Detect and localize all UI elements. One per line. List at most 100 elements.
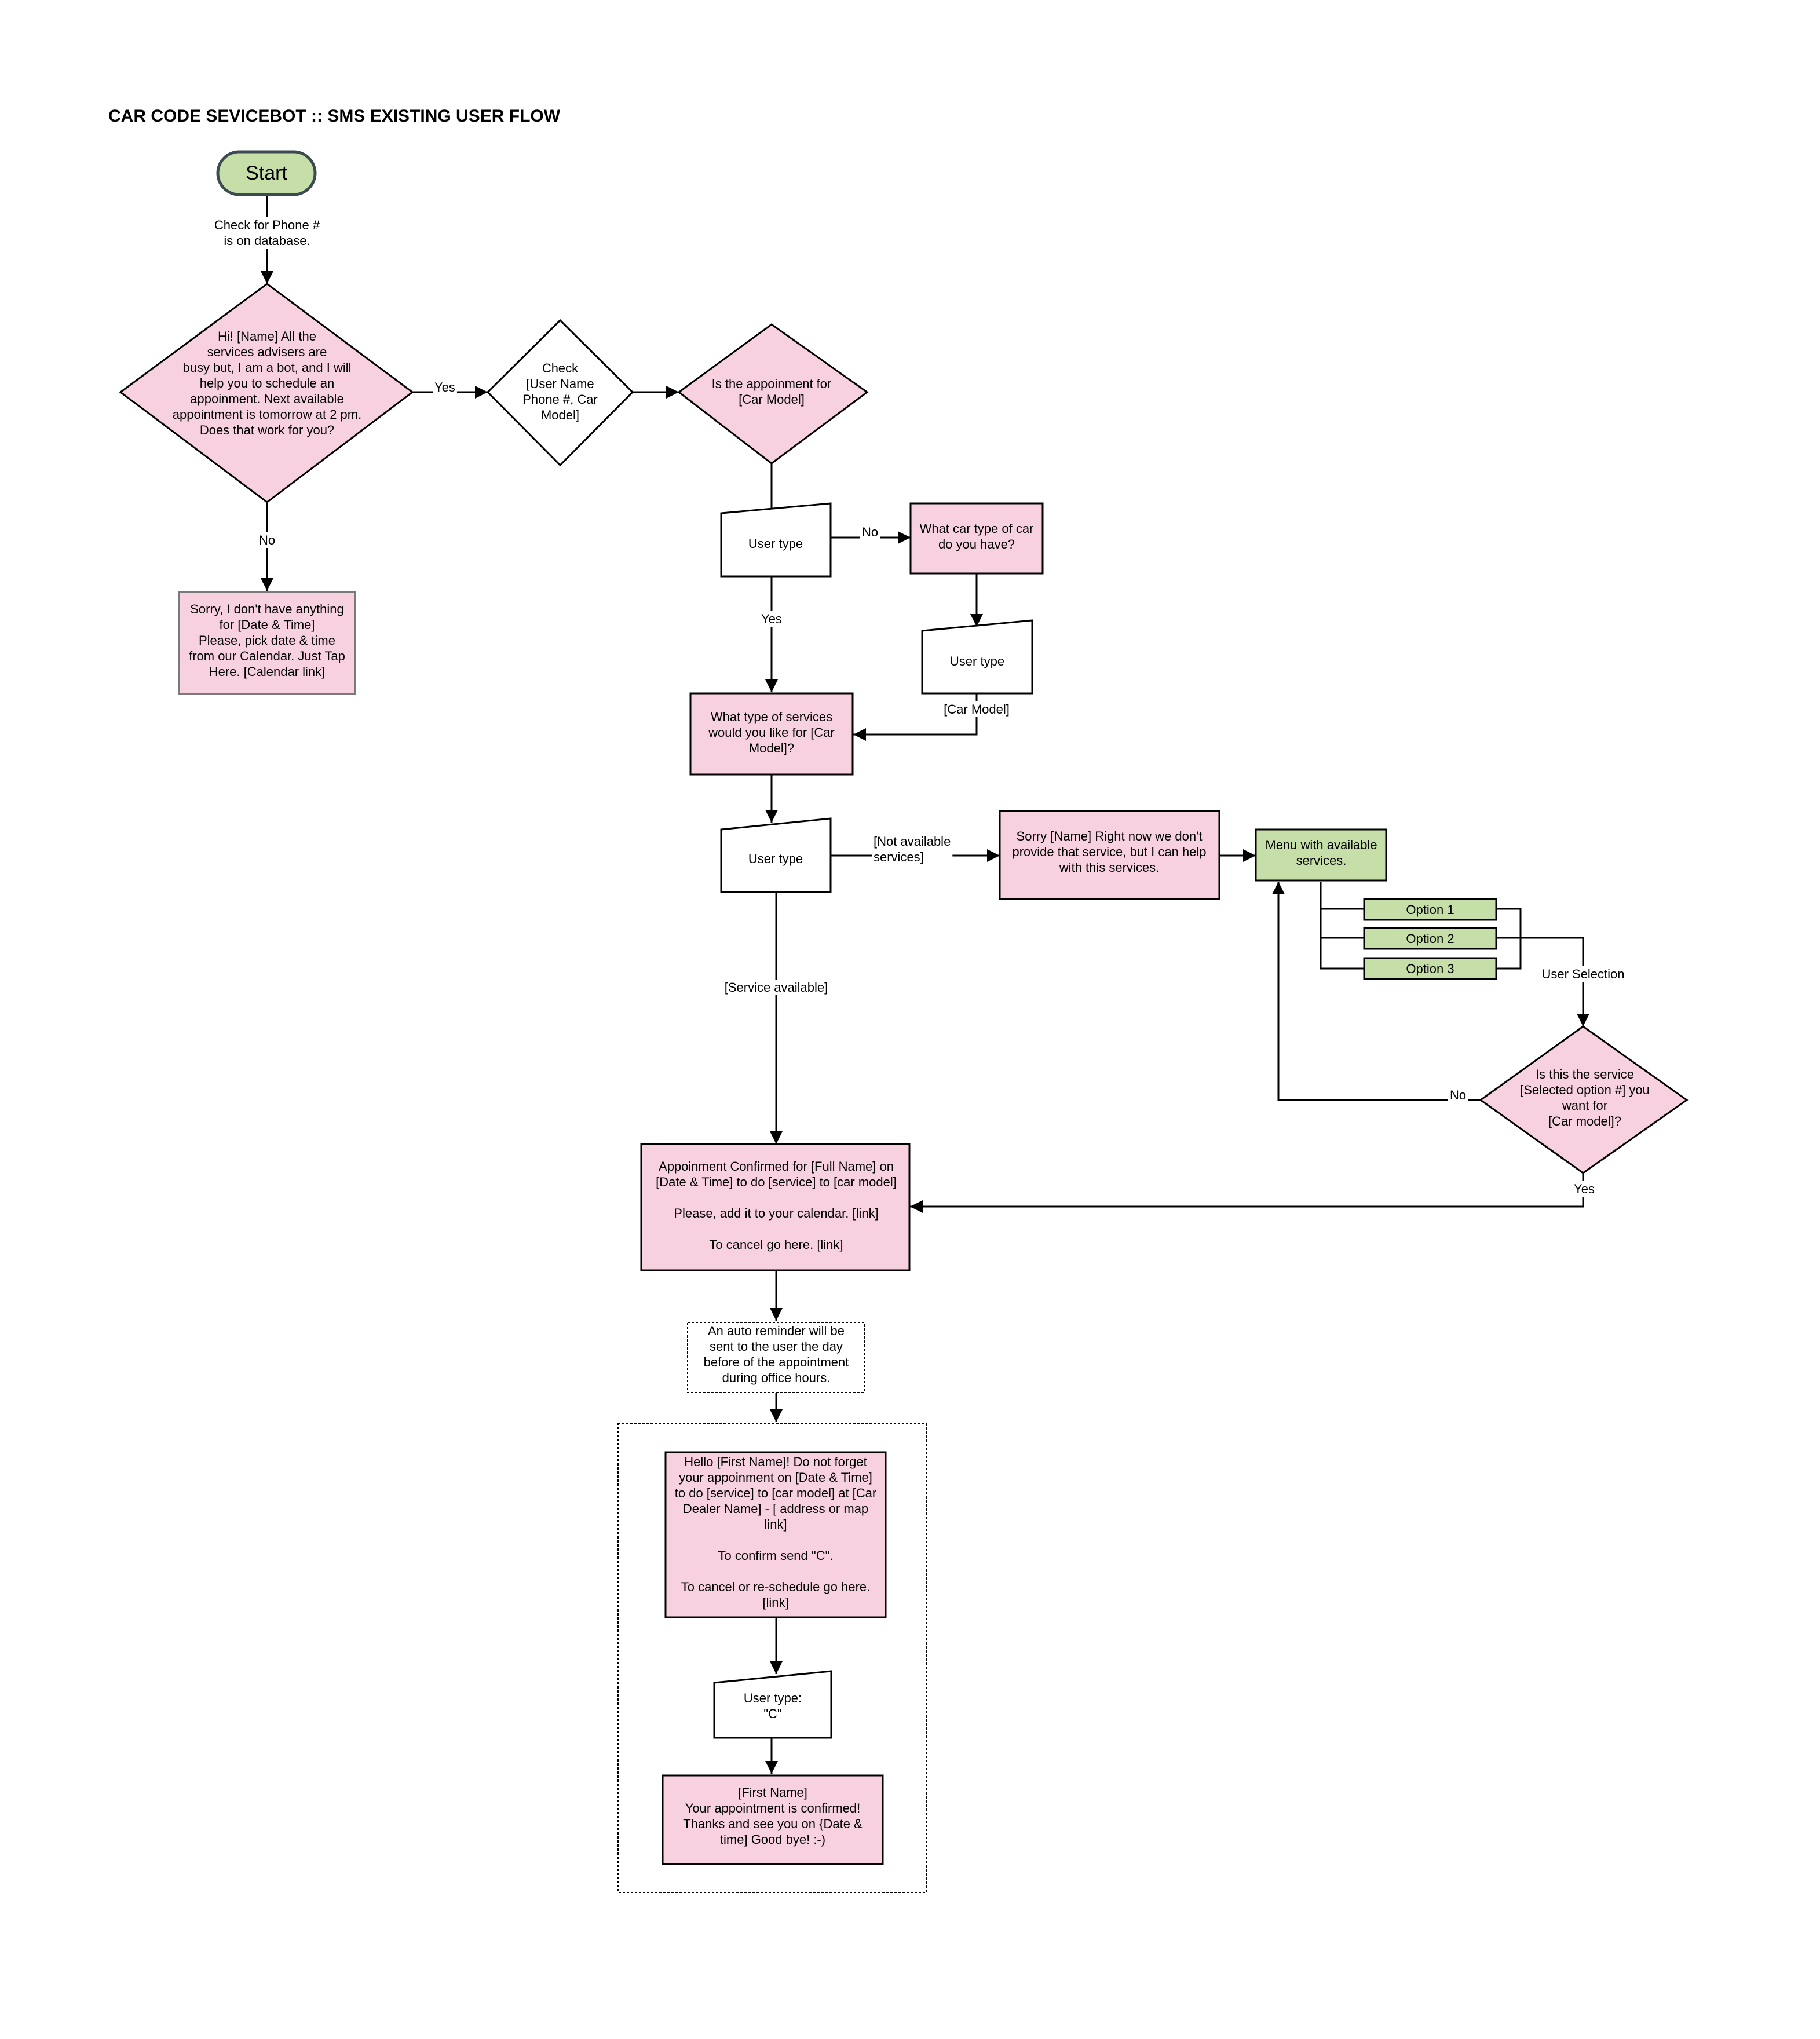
edge-isthisservice-confirmed [910,1173,1584,1213]
option-3-box [1363,957,1497,980]
appointment-confirmed-box [640,1143,911,1271]
reminder-note-box [687,1322,865,1393]
is-this-service-decision [1479,1025,1689,1174]
sorry-no-time-text-line: Please, pick date & time [199,633,335,648]
what-car-text-line: do you have? [938,537,1015,551]
reminder-note-text-line: during office hours. [722,1371,831,1385]
greeting-decision [119,283,414,503]
label-no-greeting: No [257,532,277,548]
what-service-text-line: What type of services [711,710,832,724]
label-user-selection-bg [1540,966,1627,982]
user-type-c-text-line: "C" [763,1707,782,1721]
label-service-available: [Service available] [722,980,830,995]
start-label-line: Start [246,162,287,184]
label-yes-isthisservice: Yes [1572,1181,1596,1197]
appointment-confirmed-text-line: Please, add it to your calendar. [link] [674,1206,878,1221]
sorry-no-time-text-line: Sorry, I don't have anything [190,602,344,616]
greeting-text-line: Hi! [Name] All the [218,329,316,344]
check-user-text-line: Model] [541,408,579,422]
label-yes-usertype1-line: Yes [761,612,782,626]
hello-reminder-text-line: To cancel or re-schedule go here. [681,1580,871,1594]
is-this-service-text-line: [Car model]? [1548,1114,1621,1128]
label-no-greeting-line: No [259,533,275,547]
is-car-model-text-line: [Car Model] [739,392,805,407]
sorry-no-service-box [999,810,1220,900]
menu-services-text-line: services. [1296,853,1347,868]
user-type-input-1 [720,502,832,578]
check-user-text-line: Phone #, Car [522,392,598,407]
edge-menu-options [1320,882,1364,970]
check-user-decision [486,319,634,467]
is-car-model-text-line: Is the appoinment for [712,377,832,391]
sorry-no-time-text-line: Here. [Calendar link] [209,664,326,679]
option-3-text: Option 3 [1406,962,1454,976]
greeting-text-line: busy but, I am a bot, and I will [182,360,351,375]
check-user-text-line: Check [542,361,579,375]
user-type-input-2 [921,619,1033,695]
label-no-isthisservice-line: No [1450,1088,1466,1102]
label-check-phone-line: Check for Phone # [214,218,320,232]
final-confirmation-text-line: Your appointment is confirmed! [685,1801,860,1815]
option-1-text-line: Option 1 [1406,902,1454,917]
appointment-confirmed-text-line: Appoinment Confirmed for [Full Name] on [659,1159,894,1174]
user-type-2-text: User type [950,654,1004,668]
user-type-c-input [713,1670,832,1739]
start-label: Start [246,162,287,184]
label-car-model-line: [Car Model] [944,702,1010,717]
appointment-confirmed-text: Appoinment Confirmed for [Full Name] on[… [656,1159,897,1252]
sorry-no-time-text-line: from our Calendar. Just Tap [189,649,345,663]
is-car-model-decision [677,323,869,465]
what-service-text-line: Model]? [749,741,794,755]
hello-reminder-text-line: Dealer Name] - [ address or map [683,1501,868,1516]
label-yes-usertype1-bg [759,611,784,627]
greeting-text-line: appointment is tomorrow at 2 pm. [173,407,361,422]
user-type-1-text: User type [748,536,803,551]
hello-reminder-text-line: [link] [762,1595,788,1610]
label-yes-isthisservice-line: Yes [1574,1182,1595,1196]
label-yes-greeting: Yes [433,379,457,395]
label-service-available-bg [722,980,830,995]
edges [261,195,1589,1774]
user-type-1-text-line: User type [748,536,803,551]
label-yes-usertype1: Yes [759,611,784,627]
greeting-text-line: help you to schedule an [200,376,334,390]
what-service-box [689,692,854,776]
hello-reminder-text-line: To confirm send "C". [718,1548,833,1563]
edge-isthisservice-menu [1272,882,1481,1101]
sorry-no-service-text-line: with this services. [1059,860,1159,875]
what-service-text-line: would you like for [Car [708,725,835,740]
diagram-title: CAR CODE SEVICEBOT :: SMS EXISTING USER … [108,107,561,126]
label-check-phone-line: is on database. [224,233,310,248]
option-1-box [1363,898,1497,921]
hello-reminder-box [664,1451,887,1618]
option-3-text-line: Option 3 [1406,962,1454,976]
option-1-text: Option 1 [1406,902,1454,917]
is-this-service-text-line: Is this the service [1536,1067,1634,1081]
label-check-phone-bg [212,217,322,249]
final-confirmation-text-line: Thanks and see you on {Date & [683,1817,863,1831]
menu-services-text-line: Menu with available [1265,838,1377,852]
label-not-available-line: [Not available [874,834,951,849]
final-confirmation-text-line: [First Name] [738,1785,807,1800]
sorry-no-time-text-line: for [Date & Time] [219,617,315,632]
is-this-service-text-line: [Selected option #] you [1520,1083,1650,1097]
final-confirmation-text: [First Name]Your appointment is confirme… [683,1785,863,1847]
option-2-text-line: Option 2 [1406,931,1454,946]
user-type-c-text-line: User type: [744,1691,802,1705]
label-user-selection-line: User Selection [1541,967,1624,981]
label-check-phone: Check for Phone #is on database. [212,217,322,249]
reminder-note-text-line: before of the appointment [704,1355,849,1369]
option-2-box [1363,927,1497,950]
hello-reminder-text-line: your appoinment on [Date & Time] [679,1470,872,1485]
user-type-input-3 [720,817,832,893]
label-no-isthisservice-bg [1448,1087,1468,1103]
